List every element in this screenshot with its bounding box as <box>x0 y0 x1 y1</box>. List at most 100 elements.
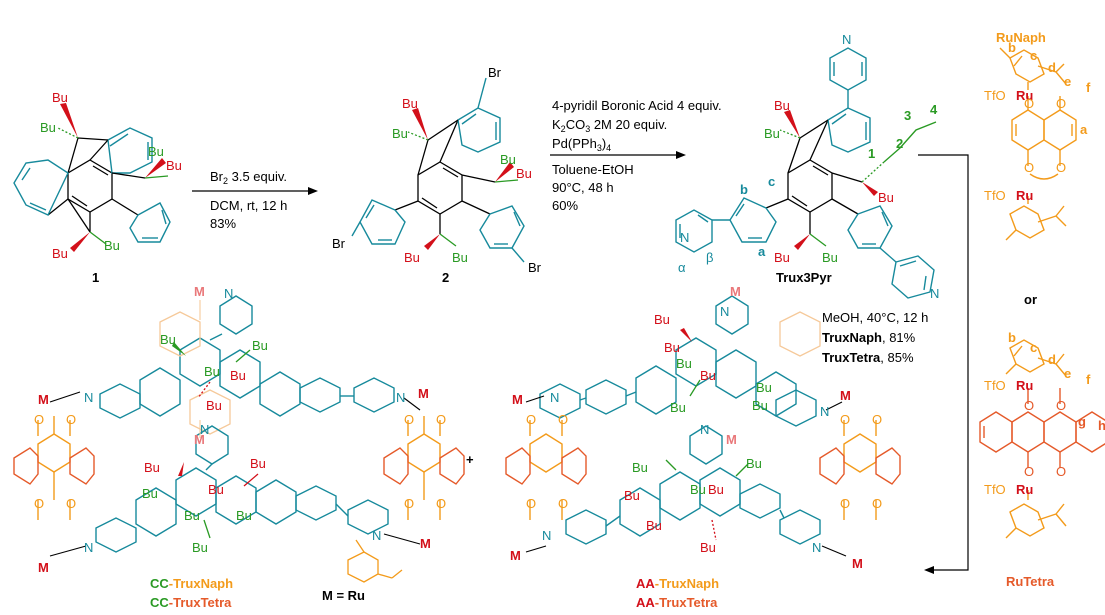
o-label: O <box>1024 398 1034 413</box>
bu-label: Bu <box>752 398 768 413</box>
br-label: Br <box>528 260 542 275</box>
o-label: O <box>66 412 76 427</box>
bu-label: Bu <box>40 120 56 135</box>
bu-label: Bu <box>404 250 420 265</box>
m-label: M <box>38 392 49 407</box>
chain-4-label: 4 <box>930 102 938 117</box>
pos-f-label: f <box>1086 372 1091 387</box>
o-label: O <box>1056 160 1066 175</box>
bu-label: Bu <box>452 250 468 265</box>
step1-yield: 83% <box>210 216 236 231</box>
bu-label: Bu <box>654 312 670 327</box>
aa-truxnaph-label: AA-TruxNaph <box>636 576 719 591</box>
n-label: N <box>396 390 405 405</box>
o-label: O <box>404 496 414 511</box>
ru-label: Ru <box>1016 482 1033 497</box>
chain-3-label: 3 <box>904 108 911 123</box>
m-label: M <box>726 432 737 447</box>
bu-label: Bu <box>500 152 516 167</box>
step2-base: K2CO3 2M 20 equiv. <box>552 117 667 134</box>
bu-label: Bu <box>192 540 208 555</box>
m-ru-legend-structure <box>347 539 403 583</box>
o-label: O <box>436 496 446 511</box>
pos-b-label: b <box>740 182 748 197</box>
o-label: O <box>840 496 850 511</box>
o-label: O <box>558 412 568 427</box>
o-label: O <box>1056 96 1066 111</box>
m-label: M <box>510 548 521 563</box>
tfo-label: TfO <box>984 88 1006 103</box>
o-label: O <box>1056 398 1066 413</box>
compound-1-structure <box>13 103 171 252</box>
bu-label: Bu <box>144 460 160 475</box>
m-label: M <box>730 284 741 299</box>
m-label: M <box>194 432 205 447</box>
step2-conditions: 90°C, 48 h <box>552 180 614 195</box>
bu-label: Bu <box>764 126 780 141</box>
pos-e-label: e <box>1064 366 1071 381</box>
m-equals-ru-label: M = Ru <box>322 588 365 603</box>
rutetra-title: RuTetra <box>1006 574 1055 589</box>
tfo-label: TfO <box>984 482 1006 497</box>
o-label: O <box>872 412 882 427</box>
pos-g-label: g <box>1078 414 1086 429</box>
o-label: O <box>526 496 536 511</box>
pos-a-label: a <box>1080 122 1088 137</box>
alpha-label: α <box>678 260 686 275</box>
runaph-structure <box>999 47 1077 241</box>
o-label: O <box>840 412 850 427</box>
o-label: O <box>872 496 882 511</box>
aa-truxtetra-label: AA-TruxTetra <box>636 595 718 610</box>
bu-label: Bu <box>690 482 706 497</box>
bu-label: Bu <box>774 98 790 113</box>
pos-b-label: b <box>1008 40 1016 55</box>
bu-label: Bu <box>700 540 716 555</box>
runaph-title: RuNaph <box>996 30 1046 45</box>
step3-truxtetra-yield: TruxTetra, 85% <box>822 350 914 365</box>
pos-h-label: h <box>1098 418 1105 433</box>
o-label: O <box>1024 96 1034 111</box>
compound-2-label: 2 <box>442 270 449 285</box>
n-label: N <box>372 528 381 543</box>
bu-label: Bu <box>708 482 724 497</box>
bu-label: Bu <box>676 356 692 371</box>
pos-c-label: c <box>1030 340 1037 355</box>
aa-cage-structure <box>505 295 901 557</box>
beta-label: β <box>706 250 713 265</box>
m-label: M <box>194 284 205 299</box>
bu-label: Bu <box>756 380 772 395</box>
n-label: N <box>200 422 209 437</box>
compound-2-structure <box>351 77 525 263</box>
o-label: O <box>1056 464 1066 479</box>
step2-reagent: 4-pyridil Boronic Acid 4 equiv. <box>552 98 722 113</box>
o-label: O <box>1024 464 1034 479</box>
m-label: M <box>512 392 523 407</box>
n-label: N <box>680 230 689 245</box>
o-label: O <box>526 412 536 427</box>
n-label: N <box>720 304 729 319</box>
pos-c-label: c <box>768 174 775 189</box>
bu-label: Bu <box>392 126 408 141</box>
pos-e-label: e <box>1064 74 1071 89</box>
n-label: N <box>842 32 851 47</box>
bu-label: Bu <box>402 96 418 111</box>
cc-truxtetra-label: CC-TruxTetra <box>150 595 232 610</box>
step2-yield: 60% <box>552 198 578 213</box>
bu-label: Bu <box>184 508 200 523</box>
bu-label: Bu <box>878 190 894 205</box>
m-label: M <box>418 386 429 401</box>
n-label: N <box>84 390 93 405</box>
bu-label: Bu <box>52 90 68 105</box>
trux3pyr-structure <box>675 47 969 574</box>
m-label: M <box>840 388 851 403</box>
pos-f-label: f <box>1086 80 1091 95</box>
n-label: N <box>700 422 709 437</box>
bu-label: Bu <box>632 460 648 475</box>
step1-conditions: DCM, rt, 12 h <box>210 198 287 213</box>
br-label: Br <box>488 65 502 80</box>
or-label: or <box>1024 292 1037 307</box>
bu-label: Bu <box>236 508 252 523</box>
step1-reagent: Br2 3.5 equiv. <box>210 169 287 186</box>
bu-label: Bu <box>208 482 224 497</box>
br-label: Br <box>332 236 346 251</box>
